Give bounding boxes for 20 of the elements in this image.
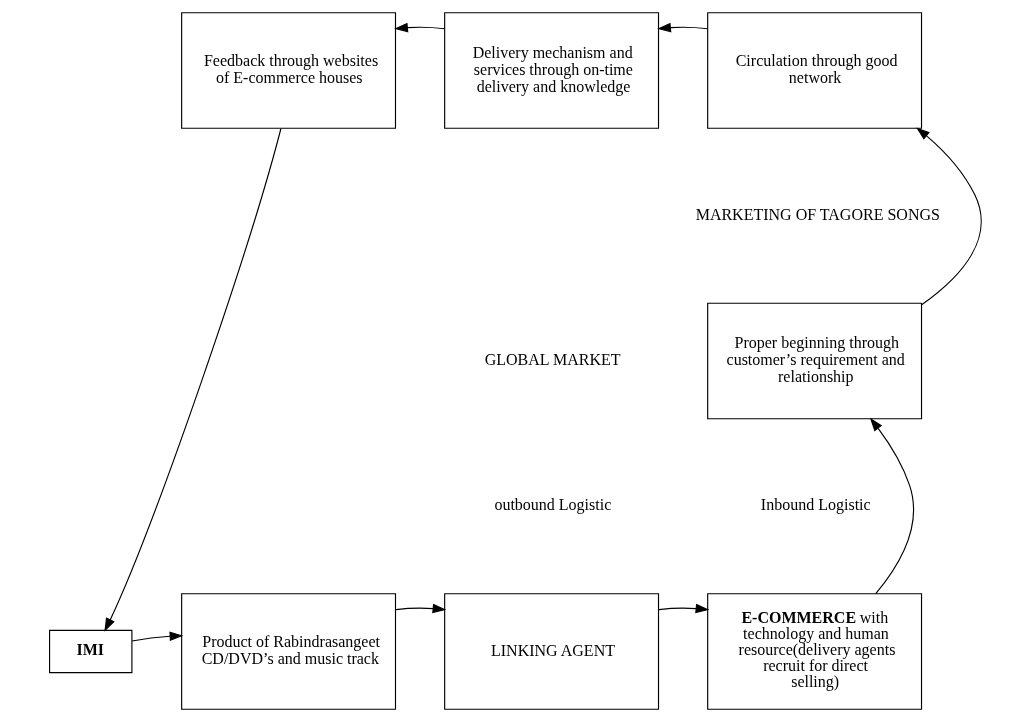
- node-box: Proper beginning through customer’s requirement and relationship: [706, 302, 922, 420]
- label: Inbound Logistic: [760, 496, 871, 514]
- label: GLOBAL MARKET: [484, 351, 621, 369]
- arrow: [869, 417, 914, 595]
- node-box: E-COMMERCE with technology and human resource(delivery agents recruit for direct selling): [706, 593, 922, 710]
- label: outbound Logistic: [493, 496, 611, 514]
- node-box: LINKING AGENT: [443, 593, 659, 710]
- label: MARKETING OF TAGORE SONGS: [695, 206, 940, 223]
- node-box: Feedback through websites of E-commerce houses: [180, 12, 396, 129]
- arrow: [394, 603, 446, 614]
- node-box: Product of Rabindrasangeet CD/DVD’s and music track: [180, 593, 396, 710]
- node-box: Circulation through good network: [706, 12, 922, 129]
- node-box: Delivery mechanism and services through on-time delivery and knowledge: [443, 12, 659, 129]
- arrow: [131, 631, 183, 642]
- arrow: [103, 128, 281, 632]
- arrow: [656, 22, 708, 33]
- arrow: [915, 127, 982, 306]
- arrow: [657, 603, 709, 614]
- arrow: [393, 22, 445, 33]
- node-box: IMI: [48, 629, 132, 674]
